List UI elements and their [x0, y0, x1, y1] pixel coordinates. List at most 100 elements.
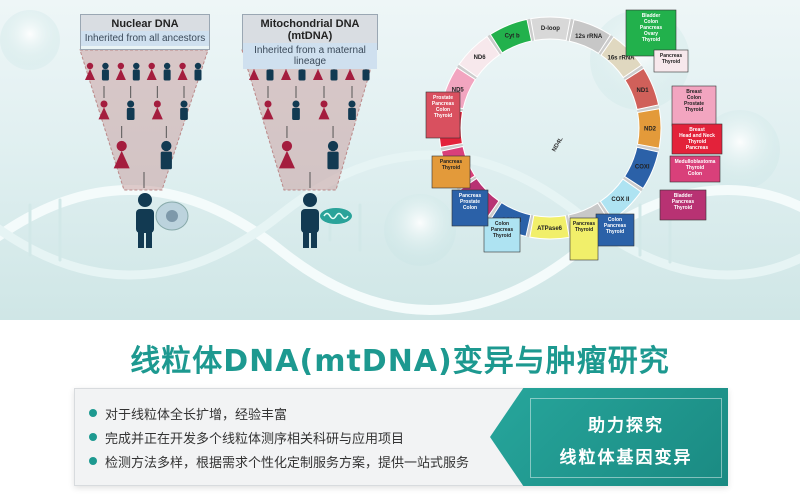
feature-text: 对于线粒体全长扩增，经验丰富: [105, 407, 288, 423]
male-person-icon: [101, 62, 109, 81]
nuclear-dna-header: Nuclear DNA Inherited from all ancestors: [80, 14, 210, 50]
mito-dna-subtitle: Inherited from a maternal lineage: [243, 43, 377, 69]
cancer-type-label: Colon: [687, 95, 701, 101]
cancer-type-label: Thyroid: [606, 229, 624, 235]
gene-label: ND1: [637, 88, 650, 94]
gene-label: 12s rRNA: [575, 34, 603, 40]
nuclear-pedigree: [85, 62, 202, 188]
female-person-icon: [177, 62, 188, 80]
cancer-type-label: Pancreas: [660, 53, 682, 59]
mito-funnel: [241, 49, 377, 191]
gene-label: ND5: [452, 87, 465, 93]
cancer-type-label: Prostate: [433, 95, 453, 101]
gene-segment: [600, 36, 643, 79]
gene-segment: [623, 146, 659, 190]
cancer-type-label: Colon: [436, 107, 450, 113]
cancer-type-label: Thyroid: [674, 205, 692, 211]
gene-label: COXI: [635, 165, 650, 171]
female-person-icon: [115, 62, 126, 80]
female-person-icon: [151, 100, 163, 120]
bullet-icon: [89, 409, 97, 417]
cancer-type-label: Thyroid: [686, 165, 704, 171]
nuclear-dna-subtitle: Inherited from all ancestors: [81, 31, 209, 46]
bubble-decoration: [384, 194, 456, 266]
cancer-type-label: Prostate: [684, 101, 704, 107]
cancer-type-label: Thyroid: [493, 233, 511, 239]
cancer-type-label: Colon: [463, 205, 477, 211]
cancer-type-label: Medulloblastoma: [675, 159, 716, 165]
male-person-icon: [180, 100, 188, 120]
cancer-type-label: Colon: [688, 171, 702, 177]
feature-text: 完成并正在开发多个线粒体测序相关科研与应用项目: [105, 431, 405, 447]
male-person-icon: [163, 62, 171, 81]
feature-list: 对于线粒体全长扩增，经验丰富 完成并正在开发多个线粒体测序相关科研与应用项目 检…: [89, 401, 469, 473]
cancer-type-label: Thyroid: [662, 59, 680, 65]
cancer-type-label: Bladder: [674, 193, 693, 199]
cancer-type-label: Thyroid: [442, 165, 460, 171]
cancer-type-label: Head and Neck: [679, 133, 715, 139]
female-person-icon: [318, 100, 330, 120]
gene-segment: [458, 35, 501, 78]
cancer-type-label: Thyroid: [575, 227, 593, 233]
cancer-type-label: Colon: [495, 221, 509, 227]
feature-card: 对于线粒体全长扩增，经验丰富 完成并正在开发多个线粒体测序相关科研与应用项目 检…: [74, 388, 728, 486]
mitochondrion-icon: [320, 208, 352, 224]
cancer-type-label: Breast: [686, 89, 702, 95]
promo-line-2: 线粒体基因变异: [559, 448, 693, 468]
male-person-icon: [348, 100, 356, 120]
female-person-icon: [278, 140, 295, 169]
cancer-type-label: Pancreas: [491, 227, 513, 233]
nuclear-dna-title: Nuclear DNA: [81, 15, 209, 31]
gene-segment: [529, 214, 570, 240]
nuclear-funnel: [79, 49, 209, 191]
cancer-type-label: Pancreas: [573, 221, 595, 227]
female-person-icon: [85, 62, 95, 80]
male-person-icon: [301, 193, 319, 248]
cancer-type-label: Thyroid: [685, 107, 703, 113]
male-person-icon: [292, 100, 300, 120]
cancer-type-label: Thyroid: [642, 37, 660, 43]
cell-icon: [155, 201, 189, 231]
gene-label: 16s rRNA: [608, 56, 636, 62]
cancer-type-label: Pancreas: [672, 199, 694, 205]
feature-text: 检测方法多样，根据需求个性化定制服务方案，提供一站式服务: [105, 455, 470, 471]
gene-segment: [530, 16, 571, 42]
cancer-type-label: Prostate: [460, 199, 480, 205]
male-person-icon: [327, 140, 339, 170]
cancer-type-label: Pancreas: [604, 223, 626, 229]
cancer-type-label: Pancreas: [459, 193, 481, 199]
female-person-icon: [262, 100, 274, 120]
female-person-icon: [98, 100, 110, 120]
mito-dna-header: Mitochondrial DNA (mtDNA) Inherited from…: [242, 14, 378, 69]
male-person-icon: [160, 140, 172, 170]
male-person-icon: [194, 62, 202, 81]
promo-frame: 助力探究 线粒体基因变异: [530, 398, 722, 478]
bullet-icon: [89, 433, 97, 441]
cancer-type-label: Pancreas: [440, 159, 462, 165]
male-person-icon: [132, 62, 140, 81]
gene-label: ATPase6: [537, 226, 563, 232]
cancer-type-label: Pancreas: [686, 145, 708, 151]
page-title: 线粒体DNA(mtDNA)变异与肿瘤研究: [130, 344, 670, 379]
male-person-icon: [126, 100, 135, 120]
gene-label: ND2: [644, 126, 657, 132]
cancer-type-label: Colon: [608, 217, 622, 223]
promo-banner: 助力探究 线粒体基因变异: [490, 388, 728, 486]
female-person-icon: [113, 140, 130, 169]
cancer-type-label: Thyroid: [434, 113, 452, 119]
gene-label: ND4L: [552, 136, 565, 153]
cancer-type-label: Pancreas: [432, 101, 454, 107]
